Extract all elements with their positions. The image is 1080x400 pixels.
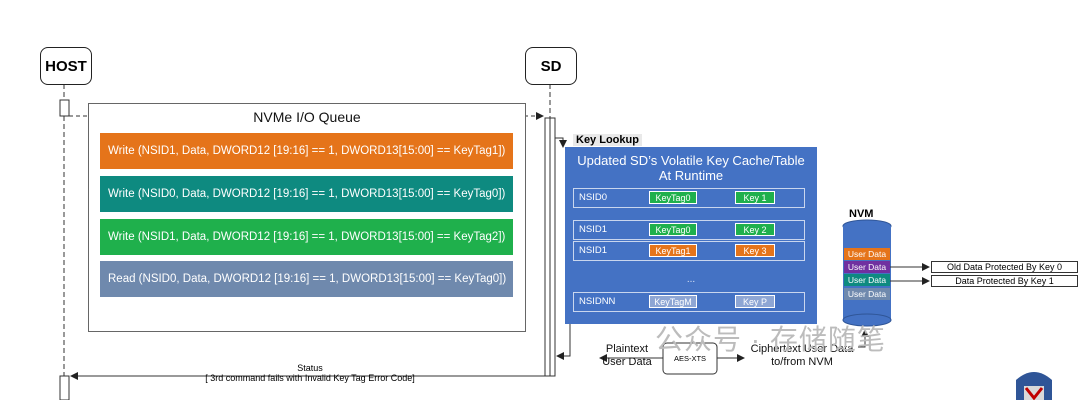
nsid-cell: NSID0 xyxy=(579,192,607,203)
key-cache-title-line2: At Runtime xyxy=(658,168,724,183)
queue-command: Write (NSID1, Data, DWORD12 [19:16] == 1… xyxy=(100,219,513,255)
keytag-cell: KeyTag0 xyxy=(649,191,697,204)
key-lookup-label: Key Lookup xyxy=(573,134,642,146)
sd-label: SD xyxy=(540,57,562,75)
queue-command: Write (NSID1, Data, DWORD12 [19:16] == 1… xyxy=(100,133,513,169)
queue-title: NVMe I/O Queue xyxy=(253,109,361,125)
host-activation xyxy=(59,99,70,117)
host-activation-2 xyxy=(59,375,70,400)
key-cell: Key 1 xyxy=(735,191,775,204)
io-queue: NVMe I/O Queue Write (NSID1, Data, DWORD… xyxy=(88,103,526,332)
watermark-text: 公众号 · 存储随笔 xyxy=(655,324,886,355)
nsid-cell: NSID1 xyxy=(579,245,607,256)
command-text: Write (NSID1, Data, DWORD12 [19:16] == 1… xyxy=(108,231,506,243)
nvm-segment: User Data xyxy=(844,288,890,300)
plaintext-line2: User Data xyxy=(602,356,652,368)
aes-label: AES-XTS xyxy=(673,354,707,363)
ciphertext-label: Ciphertext User Data to/from NVM xyxy=(744,343,860,369)
key-cache-row: NSID1 KeyTag1 Key 3 xyxy=(573,241,805,261)
watermark-logo-icon xyxy=(1016,372,1052,400)
plaintext-line1: Plaintext xyxy=(605,343,649,355)
key-cache-row: NSIDNN KeyTagM Key P xyxy=(573,292,805,312)
command-text: Read (NSID0, Data, DWORD12 [19:16] == 1,… xyxy=(108,273,507,285)
key-cache-row: NSID0 KeyTag0 Key 1 xyxy=(573,188,805,208)
key-cache-title-line1: Updated SD’s Volatile Key Cache/Table xyxy=(577,153,805,168)
nvm-output-old: Old Data Protected By Key 0 xyxy=(931,261,1078,273)
key-cache-title: Updated SD’s Volatile Key Cache/Table At… xyxy=(565,153,817,183)
keytag-cell: KeyTag0 xyxy=(649,223,697,236)
host-box: HOST xyxy=(40,47,92,85)
nvm-segment: User Data xyxy=(844,261,890,273)
nvm-output-new: Data Protected By Key 1 xyxy=(931,275,1078,287)
keytag-cell: KeyTagM xyxy=(649,295,697,308)
status-line1: Status xyxy=(297,363,323,373)
queue-command: Write (NSID0, Data, DWORD12 [19:16] == 1… xyxy=(100,176,513,212)
key-cache-row: NSID1 KeyTag0 Key 2 xyxy=(573,220,805,240)
nvm-segment: User Data xyxy=(844,248,890,260)
keytag-cell: KeyTag1 xyxy=(649,244,697,257)
nvm-segment: User Data xyxy=(844,274,890,286)
nvm-label: NVM xyxy=(849,208,874,220)
ciphertext-line2: to/from NVM xyxy=(771,356,833,368)
nsid-cell: NSIDNN xyxy=(579,296,616,307)
key-cell: Key 3 xyxy=(735,244,775,257)
host-label: HOST xyxy=(45,57,87,75)
command-text: Write (NSID0, Data, DWORD12 [19:16] == 1… xyxy=(108,188,506,200)
sd-box: SD xyxy=(525,47,577,85)
command-text: Write (NSID1, Data, DWORD12 [19:16] == 1… xyxy=(108,145,506,157)
nsid-cell: NSID1 xyxy=(579,224,607,235)
key-cell: Key P xyxy=(735,295,775,308)
key-lookup-arrow xyxy=(555,137,567,148)
queue-command: Read (NSID0, Data, DWORD12 [19:16] == 1,… xyxy=(100,261,513,297)
key-cell: Key 2 xyxy=(735,223,775,236)
status-line2: [ 3rd command fails with Invalid Key Tag… xyxy=(205,373,415,383)
key-cache-ellipsis: ... xyxy=(686,274,696,285)
plaintext-label: Plaintext User Data xyxy=(598,343,656,369)
key-cache-table: Updated SD’s Volatile Key Cache/Table At… xyxy=(565,147,817,324)
ciphertext-line1: Ciphertext User Data xyxy=(750,343,854,355)
return-arrow xyxy=(556,324,571,360)
status-label: Status [ 3rd command fails with Invalid … xyxy=(150,363,470,383)
